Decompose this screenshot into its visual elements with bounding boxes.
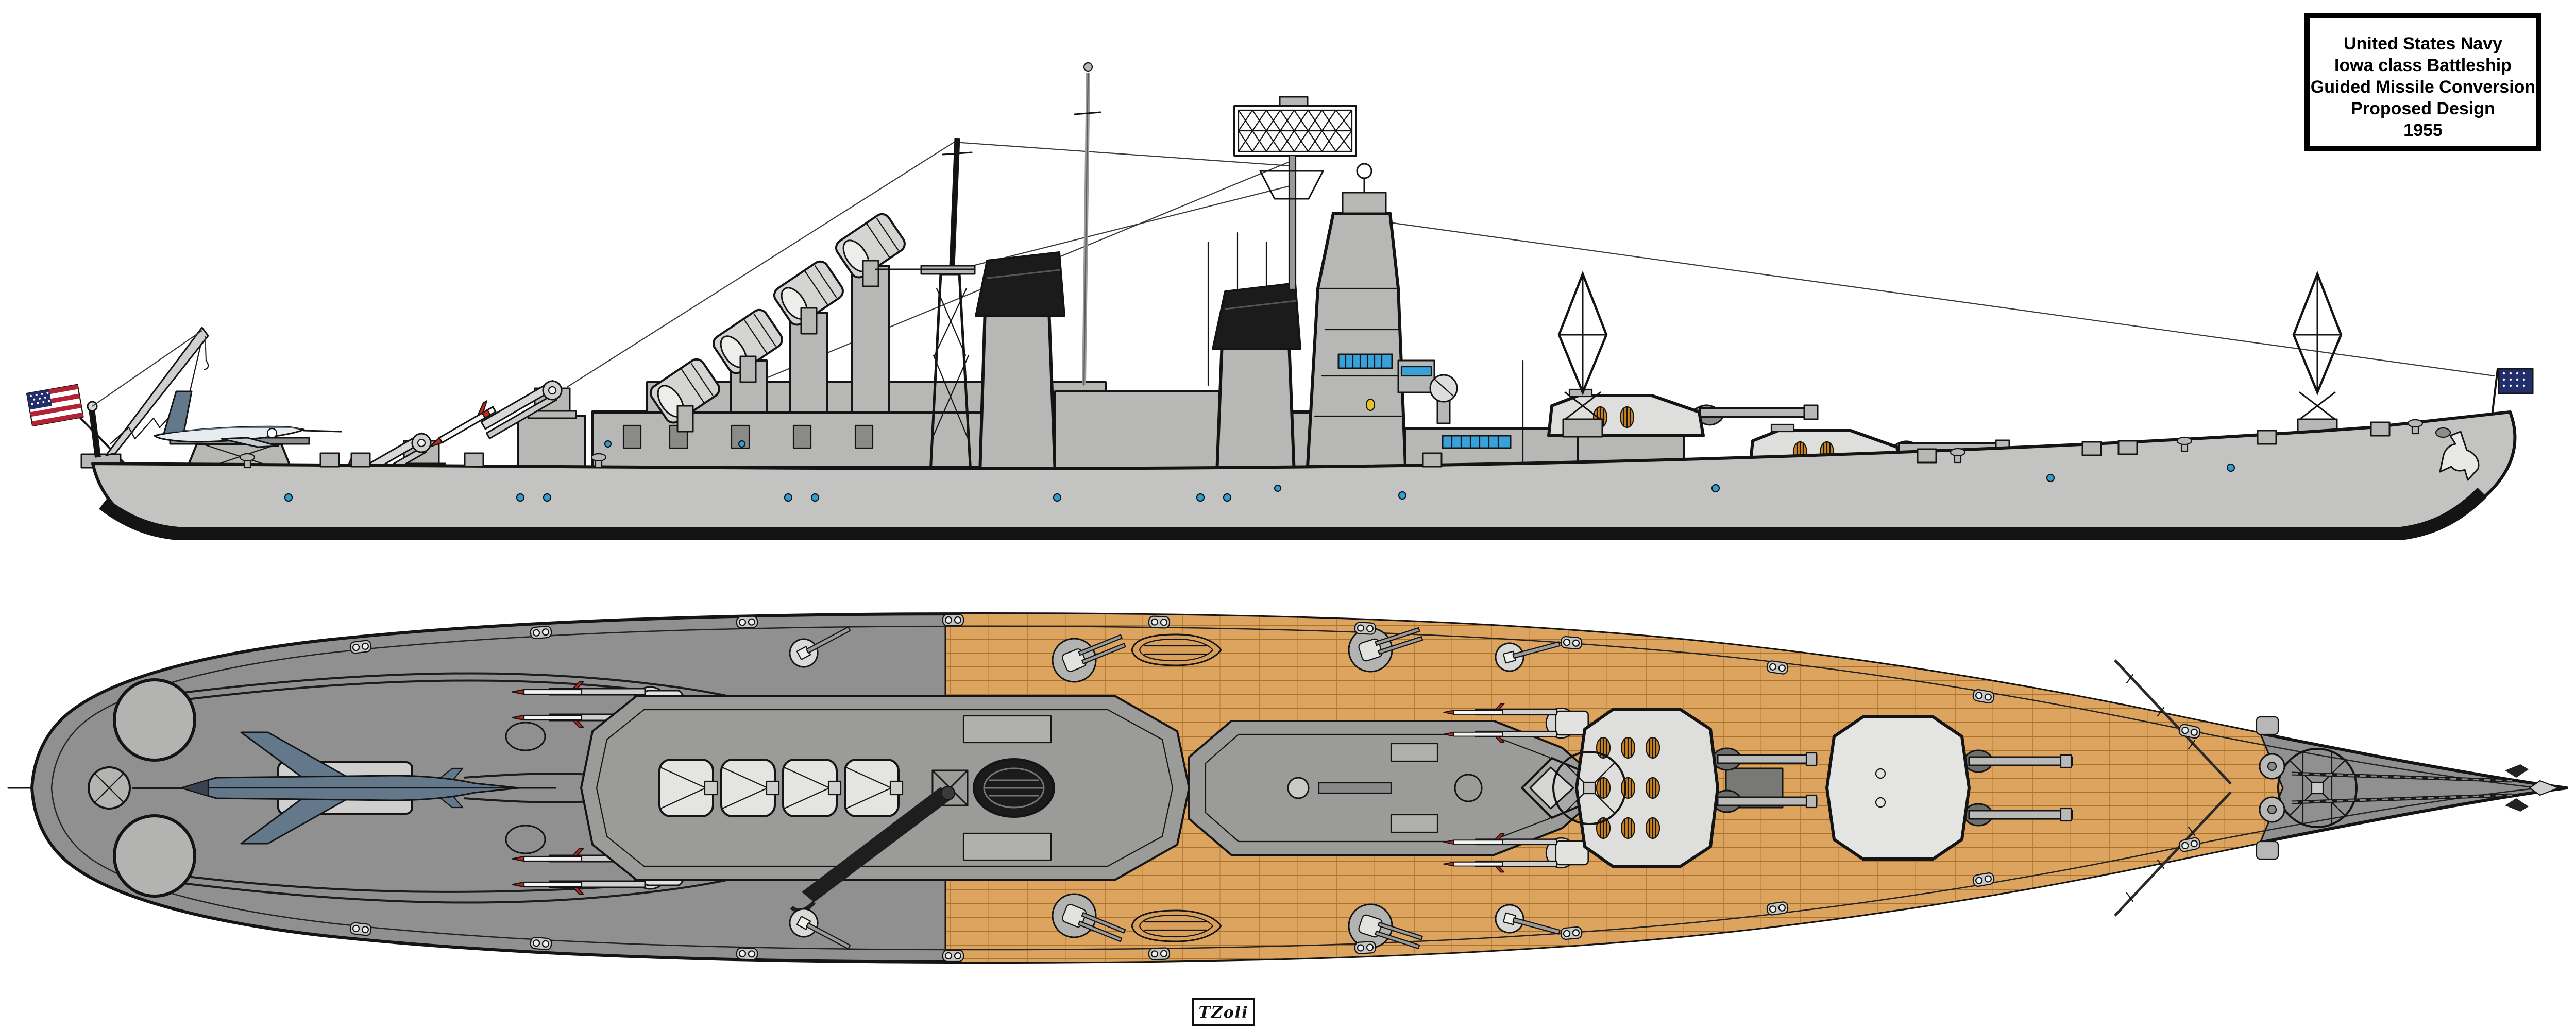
ship-boat-icon <box>1131 909 1222 942</box>
bell-icon <box>1365 398 1376 411</box>
portholes <box>284 440 2235 502</box>
df-antenna-plan-aft <box>1552 751 1626 825</box>
aft-funnel-plan <box>973 758 1055 818</box>
df-antenna-plan-bow <box>2277 748 2358 828</box>
bridge-tower <box>1306 163 1582 469</box>
side-view <box>26 62 2534 540</box>
stern-handling-circles <box>7 678 196 898</box>
df-loop-icon <box>1356 163 1372 179</box>
guidance-director-4 <box>832 210 909 413</box>
breakwater <box>2114 659 2279 917</box>
guidance-director-2 <box>709 305 787 413</box>
forward-turret-plan <box>1825 715 2073 861</box>
title-line-4: Proposed Design <box>2351 99 2495 118</box>
title-line-1: United States Navy <box>2344 34 2502 54</box>
anchor-chains <box>2259 753 2560 823</box>
boot-topping <box>99 487 2487 540</box>
anemometer-icon <box>1083 62 1093 72</box>
sam-launcher-side-raised <box>422 364 586 468</box>
regulus-missile-plan <box>180 731 556 845</box>
title-line-2: Iowa class Battleship <box>2334 56 2512 75</box>
anchor-icon <box>2435 427 2480 481</box>
antenna-wire <box>954 141 1291 167</box>
aft-funnel <box>975 251 1065 475</box>
billboard-radar-icon <box>1233 96 1357 290</box>
forestay-wire <box>1374 219 2495 377</box>
artist-signature: TZoli <box>1192 998 1255 1026</box>
antenna-wire <box>566 142 955 388</box>
superfiring-turret-plan <box>1529 708 1818 868</box>
title-box: United States Navy Iowa class Battleship… <box>2304 13 2541 151</box>
forward-funnel <box>1212 282 1301 475</box>
antenna-wire <box>960 184 1293 270</box>
ship-boat-icon <box>1131 633 1222 666</box>
title-line-3: Guided Missile Conversion <box>2311 77 2535 97</box>
top-view <box>7 612 2568 964</box>
stern-flagstaff-us-flag-icon <box>26 384 125 464</box>
signature-text: TZoli <box>1198 1004 1248 1022</box>
superfiring-turret-side <box>1547 388 1819 475</box>
mid-deckhouse <box>1054 62 1267 469</box>
df-diamond-antenna-bow <box>2294 274 2341 437</box>
guidance-director-3 <box>770 257 848 413</box>
hull-side <box>91 410 2517 540</box>
title-line-5: 1955 <box>2403 121 2443 140</box>
